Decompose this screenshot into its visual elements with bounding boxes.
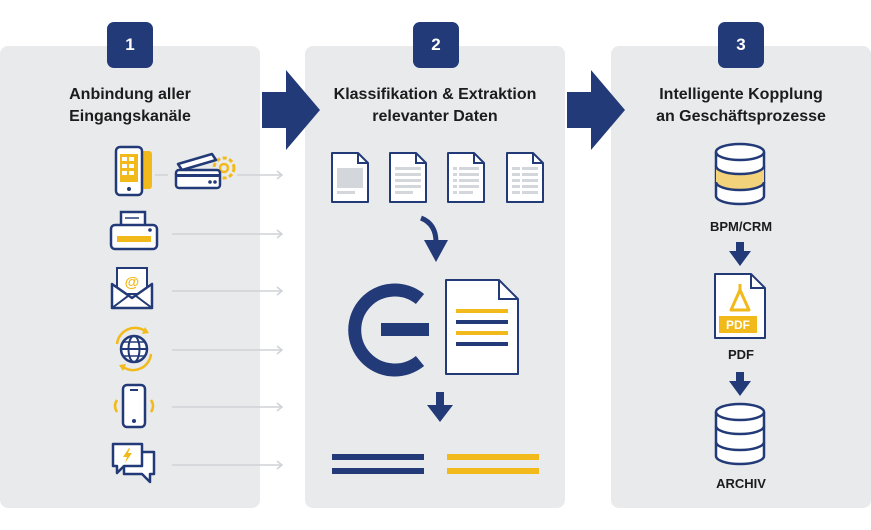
- step-2-title: Klassifikation & Extraktion relevanter D…: [305, 84, 565, 128]
- step-3-title-line2: an Geschäftsprozesse: [656, 108, 826, 125]
- smartphone-app-icon: [114, 145, 152, 197]
- pdf-document-icon: PDF: [714, 273, 766, 339]
- step-2-title-line2: relevanter Daten: [372, 108, 498, 125]
- step-1-title-line2: Eingangskanäle: [69, 108, 191, 125]
- pdf-icon-text: PDF: [726, 318, 750, 332]
- scanner-gear-icon: [174, 152, 236, 190]
- extracted-document-icon: [445, 279, 519, 375]
- printer-icon: [109, 210, 159, 251]
- step-1-title: Anbindung aller Eingangskanäle: [0, 84, 260, 128]
- down-arrow-icon: [427, 392, 453, 422]
- engine-logo-icon: [348, 283, 429, 377]
- step-2-title-line1: Klassifikation & Extraktion: [333, 86, 537, 103]
- step-3-title: Intelligente Kopplung an Geschäftsprozes…: [611, 84, 871, 128]
- globe-web-icon: [115, 326, 153, 372]
- document-type-3-icon: [447, 152, 485, 203]
- flow-arrow-1-icon: [262, 70, 320, 150]
- pdf-label: PDF: [728, 347, 754, 362]
- archive-label: ARCHIV: [716, 476, 766, 491]
- chat-bubbles-icon: [111, 442, 156, 484]
- document-type-4-icon: [506, 152, 544, 203]
- step-1-title-line1: Anbindung aller: [69, 86, 191, 103]
- bpm-crm-database-icon: [714, 142, 766, 206]
- step-3-title-line1: Intelligente Kopplung: [659, 86, 823, 103]
- down-arrow-pdf-icon: [729, 372, 751, 396]
- document-type-1-icon: [331, 152, 369, 203]
- flow-arrow-2-icon: [567, 70, 625, 150]
- email-envelope-icon: @: [110, 267, 154, 310]
- step-1-badge: 1: [107, 22, 153, 68]
- output-data-bars: [332, 454, 539, 474]
- archive-database-icon: [714, 402, 766, 466]
- curved-down-arrow-icon: [419, 215, 448, 262]
- down-arrow-bpm-icon: [729, 242, 751, 266]
- bpm-crm-label: BPM/CRM: [709, 219, 773, 234]
- document-type-2-icon: [389, 152, 427, 203]
- email-at-symbol: @: [125, 274, 140, 291]
- panel-classification: [305, 46, 565, 508]
- mobile-phone-icon: [113, 383, 155, 429]
- step-3-badge: 3: [718, 22, 764, 68]
- step-2-badge: 2: [413, 22, 459, 68]
